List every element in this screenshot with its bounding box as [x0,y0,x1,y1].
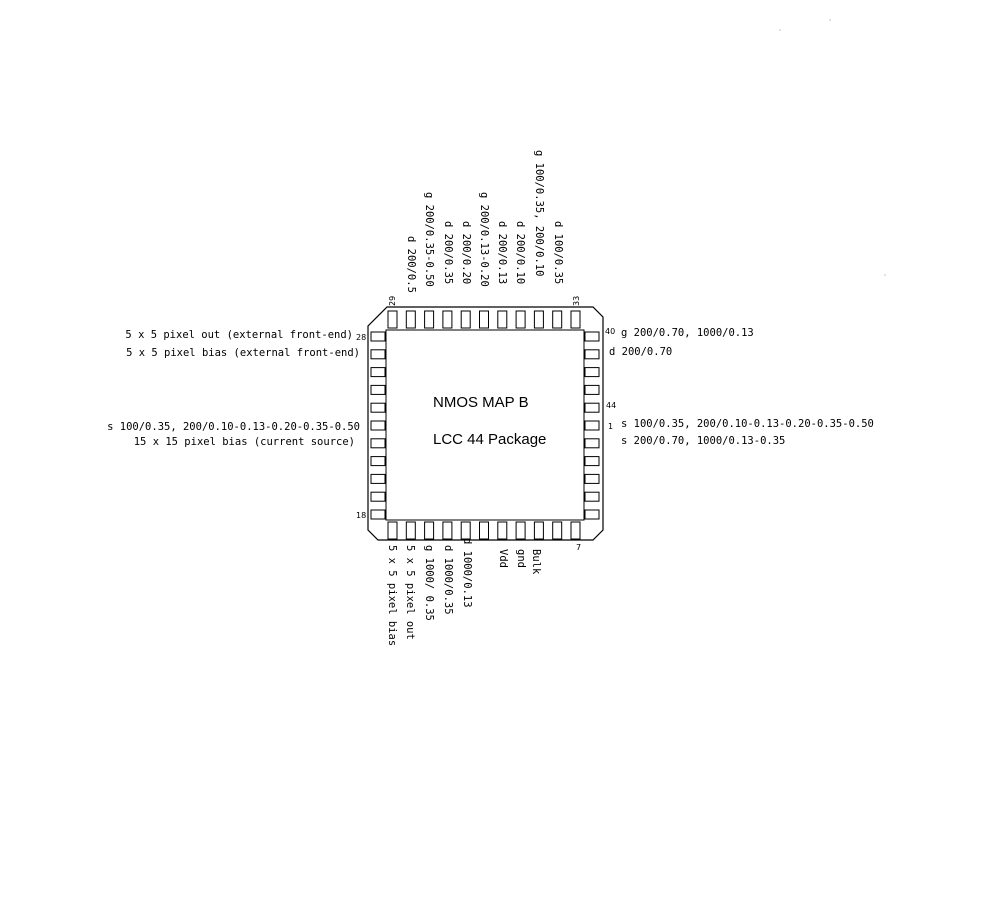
bottom-label-6: Vdd [497,549,509,568]
top-label-8: g 100/0.35, 200/0.10 [533,150,545,276]
pad-bottom [387,521,398,540]
pad-right [584,420,600,431]
pad-top [515,310,526,329]
pin-number-18: 18 [356,511,366,520]
bottom-label-8: Bulk [530,549,542,575]
package-subtitle: LCC 44 Package [433,431,546,448]
pad-right [584,491,600,502]
pads-top [387,310,581,329]
pad-top [442,310,453,329]
pads-left [370,331,386,520]
pad-top [570,310,581,329]
pad-right [584,384,600,395]
pin-number-33: 33 [572,296,581,306]
left-label-pixel-bias: 5 x 5 pixel bias (external front-end) [126,347,360,359]
pad-left [370,473,386,484]
bottom-label-4: d 1000/0.35 [442,545,454,615]
right-label-gate: g 200/0.70, 1000/0.13 [621,327,754,339]
top-label-4: d 200/0.20 [460,221,472,284]
pad-top [533,310,544,329]
pad-bottom [405,521,416,540]
package-outline [367,306,604,541]
die-outline [385,329,585,521]
pin-number-44: 44 [606,401,616,410]
pad-right [584,349,600,360]
pad-bottom [497,521,508,540]
pad-bottom [533,521,544,540]
right-label-drain: d 200/0.70 [609,346,672,358]
pad-top [497,310,508,329]
bottom-label-2: 5 x 5 pixel out [404,545,416,640]
pad-bottom [570,521,581,540]
pad-left [370,367,386,378]
top-label-9: d 100/0.35 [552,221,564,284]
left-label-current-source: 15 x 15 pixel bias (current source) [134,436,355,448]
package-title: NMOS MAP B [433,394,529,411]
pin-number-40: 40 [605,327,615,336]
pad-bottom [515,521,526,540]
pad-right [584,402,600,413]
pad-top [387,310,398,329]
pin-number-7: 7 [576,543,581,552]
pad-top [479,310,489,329]
pad-bottom [442,521,453,540]
pin-number-29: 29 [388,296,397,306]
top-label-2: g 200/0.35-0.50 [423,192,435,287]
pad-right [584,331,600,342]
pads-bottom [387,521,581,540]
pad-left [370,438,386,449]
left-label-source: s 100/0.35, 200/0.10-0.13-0.20-0.35-0.50 [107,421,360,433]
bottom-label-7: gnd [515,549,527,568]
scan-speck [829,19,831,21]
pad-right [584,456,600,467]
pad-top [405,310,416,329]
pad-top [552,310,563,329]
bottom-label-3: g 1000/ 0.35 [423,545,435,621]
bottom-label-5: d 1000/0.13 [461,538,473,608]
pad-right [584,438,600,449]
pad-left [370,456,386,467]
pad-left [370,491,386,502]
scan-speck [884,274,886,276]
pad-top [424,310,435,329]
top-label-6: d 200/0.13 [496,221,508,284]
left-label-pixel-out: 5 x 5 pixel out (external front-end) [125,329,353,341]
pads-right [584,331,600,520]
pad-left [370,331,386,342]
pad-bottom [552,521,563,540]
top-label-1: d 200/0.5 [405,236,417,293]
top-label-5: g 200/0.13-0.20 [478,192,490,287]
pin-number-28: 28 [356,333,366,342]
pad-right [584,367,600,378]
pad-left [370,509,386,520]
pad-left [370,384,386,395]
pad-left [370,420,386,431]
pad-bottom [424,521,435,540]
pad-left [370,402,386,413]
pad-right [584,473,600,484]
top-label-7: d 200/0.10 [514,221,526,284]
bottom-label-1: 5 x 5 pixel bias [386,545,398,646]
scan-speck [779,29,781,31]
pad-left [370,349,386,360]
right-label-source-1: s 100/0.35, 200/0.10-0.13-0.20-0.35-0.50 [621,418,874,430]
pad-bottom [479,521,489,540]
top-label-3: d 200/0.35 [442,221,454,284]
right-label-source-2: s 200/0.70, 1000/0.13-0.35 [621,435,785,447]
pad-bottom [460,521,471,540]
pad-right [584,509,600,520]
pad-top [460,310,471,329]
pin-number-1: 1 [608,422,613,431]
